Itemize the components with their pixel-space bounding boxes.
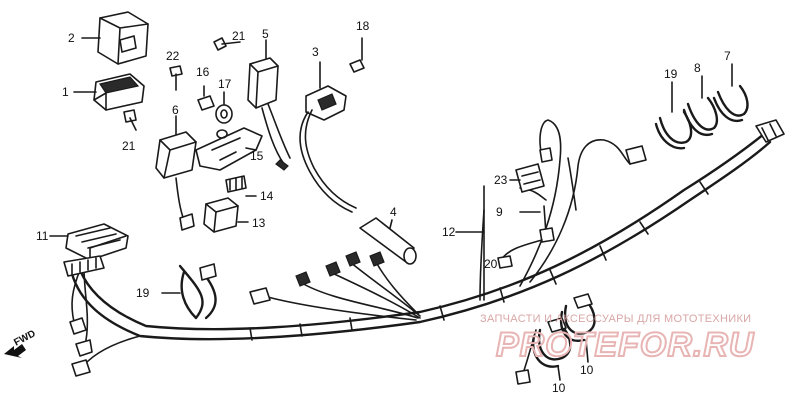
part-5-regulator — [247, 39, 291, 171]
part-10-clamp-b — [559, 293, 596, 363]
callout-12: 20 — [484, 257, 498, 271]
callout-10b: 10 — [580, 363, 594, 377]
callout-21-top: 21 — [232, 29, 246, 43]
part-21-bolt-left — [123, 109, 137, 131]
callout-7: 12 — [442, 225, 456, 239]
main-harness — [63, 119, 785, 377]
part-14-connector — [225, 175, 257, 197]
callout-4: 4 — [390, 205, 397, 219]
callout-14: 14 — [260, 189, 274, 203]
part-22-bolt — [169, 65, 183, 91]
harness-branches — [249, 119, 647, 385]
part-18-screw — [349, 37, 365, 73]
fwd-label: FWD — [12, 328, 37, 348]
callout-15: 15 — [250, 149, 264, 163]
callout-22: 22 — [166, 49, 180, 63]
part-3-ignition-coil — [299, 61, 357, 213]
part-19-clamp-b — [712, 63, 749, 123]
part-1-mount — [93, 73, 145, 111]
part-6-unit — [155, 115, 197, 231]
watermark-line1: ЗАПЧАСТИ И АКСЕССУАРЫ ДЛЯ МОТОТЕХНИКИ — [480, 313, 751, 325]
part-15-bracket — [195, 127, 263, 171]
callout-20: 19 — [136, 286, 150, 300]
part-17-grommet — [215, 91, 233, 124]
callout-19b: 7 — [724, 49, 731, 63]
callout-18: 18 — [356, 19, 370, 33]
part-13-relay — [203, 197, 249, 233]
callout-5: 5 — [262, 27, 269, 41]
part-9-fuse-box — [49, 223, 129, 261]
part-20-clamp — [161, 263, 217, 320]
callout-13: 13 — [252, 216, 266, 230]
part-4-plug-cap — [359, 217, 417, 265]
callout-16: 16 — [196, 65, 210, 79]
part-2-relay — [97, 11, 149, 65]
callout-1: 1 — [62, 85, 69, 99]
callout-3: 3 — [312, 45, 319, 59]
callout-2: 2 — [68, 31, 75, 45]
callout-6: 6 — [172, 103, 179, 117]
part-16-collar — [197, 85, 215, 111]
callout-7-bracket — [455, 179, 541, 301]
callout-23: 9 — [496, 205, 503, 219]
callout-8: 23 — [494, 173, 508, 187]
part-21-bolt-top — [213, 37, 241, 51]
watermark-line2: PROTEFOR.RU — [496, 326, 755, 364]
callout-9: 11 — [36, 229, 49, 243]
part-19-clamp-a — [682, 75, 719, 137]
callout-19a: 8 — [694, 61, 701, 75]
callout-10a: 10 — [552, 381, 566, 395]
callout-11: 19 — [664, 67, 678, 81]
callout-21-left: 21 — [122, 139, 136, 153]
watermark: ЗАПЧАСТИ И АКСЕССУАРЫ ДЛЯ МОТОТЕХНИКИ PR… — [480, 313, 755, 365]
fwd-arrow-icon: FWD — [4, 328, 38, 358]
callout-17: 17 — [218, 77, 232, 91]
